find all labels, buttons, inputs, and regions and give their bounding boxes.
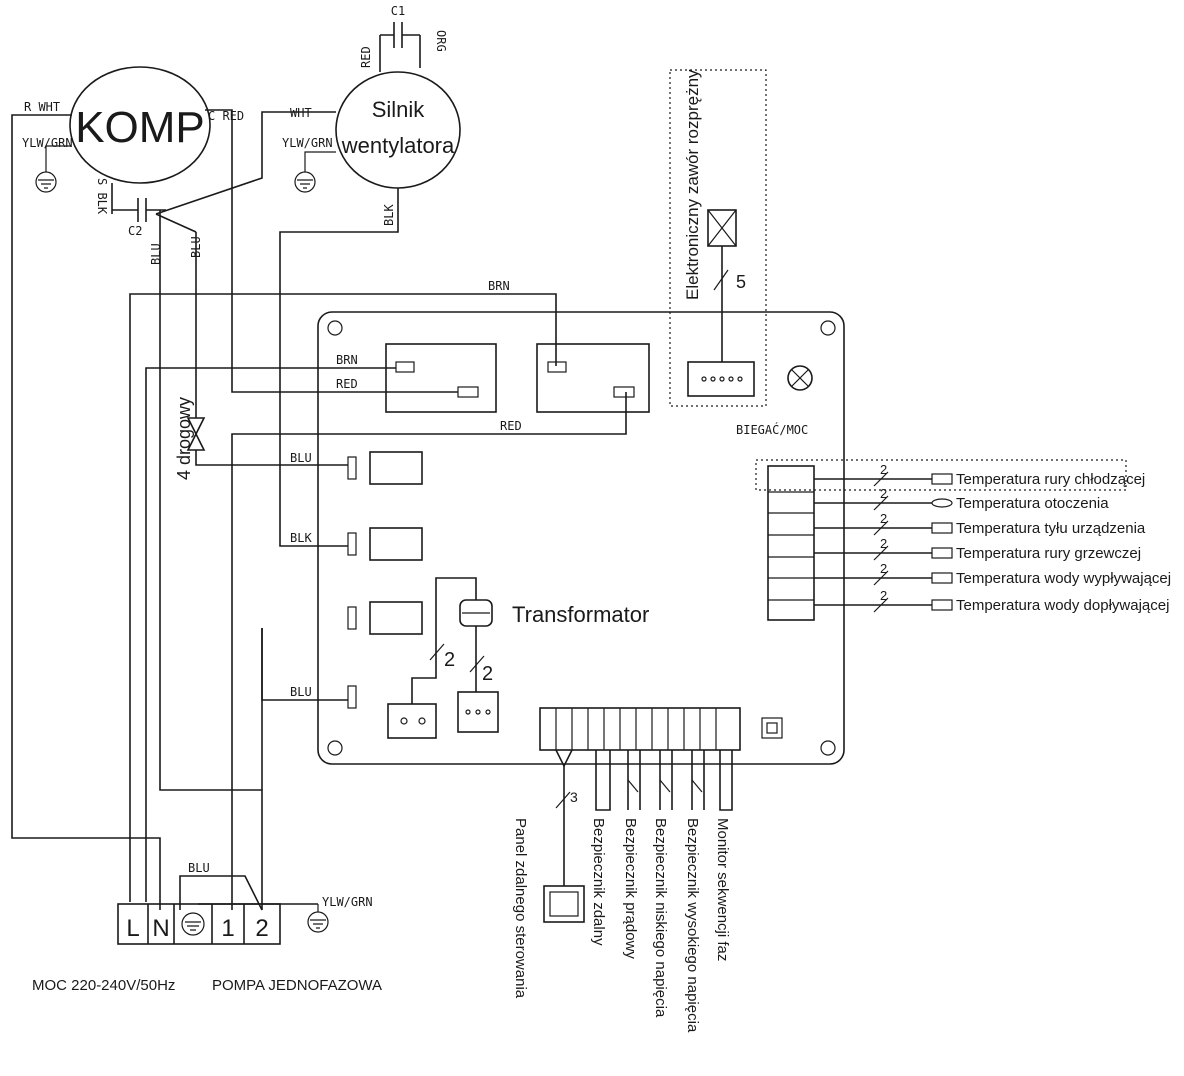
wire-label-red-inner: RED — [336, 377, 358, 391]
wire-label-red-c1: RED — [359, 46, 373, 68]
expansion-valve — [707, 209, 737, 362]
wires — [11, 109, 627, 911]
terminal-1: 1 — [221, 915, 234, 942]
count-sensor-6: 2 — [880, 588, 887, 603]
count-sensor-4: 2 — [880, 536, 887, 551]
capacitor-c1 — [379, 22, 421, 72]
count-transformer-a: 2 — [444, 649, 455, 671]
wire-label-ylw-grn-pump: YLW/GRN — [322, 895, 373, 909]
wire-label-blk-relay2: BLK — [290, 531, 312, 545]
ground-icon — [35, 145, 70, 193]
four-way-valve — [186, 417, 206, 451]
fan-motor-label-2: wentylatora — [341, 133, 455, 158]
fan-motor-label-1: Silnik — [372, 97, 426, 122]
wire-label-blu-relay4: BLU — [290, 685, 312, 699]
sensor-label: Temperatura wody dopływającej — [956, 597, 1169, 614]
wire-label-wht: WHT — [290, 106, 312, 120]
wire-label-brn-inner: BRN — [336, 353, 358, 367]
wire-label-org: ORG — [434, 30, 448, 52]
count-sensor-5: 2 — [880, 561, 887, 576]
terminal-2: 2 — [255, 915, 268, 942]
bottom-label-current-fuse: Bezpiecznik prądowy — [622, 818, 639, 959]
sensor-leads — [814, 471, 953, 613]
bottom-label-phase-monitor: Monitor sekwencji faz — [714, 818, 731, 961]
bottom-label-high-voltage-fuse: Bezpiecznik wysokiego napięcia — [684, 818, 701, 1033]
wire-label-blu-c2a: BLU — [149, 243, 163, 265]
capacitor-c2 — [112, 198, 166, 222]
ground-icon — [307, 904, 329, 933]
ground-icon — [294, 151, 336, 193]
expansion-valve-label: Elektroniczny zawór rozprężny — [683, 69, 702, 300]
compressor: KOMP — [69, 66, 211, 184]
compressor-label: KOMP — [75, 103, 205, 152]
wire-label-blu-relay1: BLU — [290, 451, 312, 465]
sensor-cooling-frame — [755, 459, 1127, 491]
wire-label-brn-top: BRN — [488, 279, 510, 293]
terminal-n: N — [152, 915, 169, 942]
pump-label: POMPA JEDNOFAZOWA — [212, 977, 382, 994]
four-way-valve-label: 4 drogowy — [174, 397, 194, 480]
count-sensor-2: 2 — [880, 486, 887, 501]
wire-label-red-lower: RED — [500, 419, 522, 433]
wire-label-blu-bottom: BLU — [188, 861, 210, 875]
wire-label-ylw-grn-comp: YLW/GRN — [22, 136, 73, 150]
count-expansion-valve: 5 — [736, 272, 746, 292]
bottom-label-remote-fuse: Bezpiecznik zdalny — [590, 818, 607, 946]
capacitor-c2-label: C2 — [128, 224, 142, 238]
wire-label-c-red: C RED — [208, 109, 244, 123]
count-remote-panel: 3 — [570, 789, 578, 805]
sensor-label: Temperatura otoczenia — [956, 495, 1109, 512]
sensor-label: Temperatura tyłu urządzenia — [956, 520, 1146, 537]
wire-label-r-wht: R WHT — [24, 100, 60, 114]
bottom-leads — [543, 749, 733, 923]
bottom-label-remote-panel: Panel zdalnego sterowania — [512, 818, 529, 999]
capacitor-c1-label: C1 — [391, 4, 405, 18]
run-power-label: BIEGAĆ/MOC — [736, 422, 808, 437]
power-label: MOC 220-240V/50Hz — [32, 977, 175, 994]
wire-label-ylw-grn-fan: YLW/GRN — [282, 136, 333, 150]
sensor-label: Temperatura wody wypływającej — [956, 570, 1171, 587]
count-sensor-1: 2 — [880, 462, 887, 477]
fan-motor: Silnik wentylatora — [335, 71, 461, 189]
wire-label-s-blk: S BLK — [95, 178, 109, 215]
count-transformer-b: 2 — [482, 663, 493, 685]
control-board — [317, 311, 845, 765]
bottom-label-low-voltage-fuse: Bezpiecznik niskiego napięcia — [652, 818, 669, 1018]
transformer-label: Transformator — [512, 602, 649, 627]
sensor-label: Temperatura rury grzewczej — [956, 545, 1141, 562]
wire-label-blk-fan: BLK — [382, 204, 396, 226]
count-sensor-3: 2 — [880, 511, 887, 526]
terminal-block — [117, 903, 281, 945]
expansion-valve-frame — [669, 69, 767, 407]
sensor-label: Temperatura rury chłodzącej — [956, 471, 1145, 488]
terminal-l: L — [126, 915, 139, 942]
